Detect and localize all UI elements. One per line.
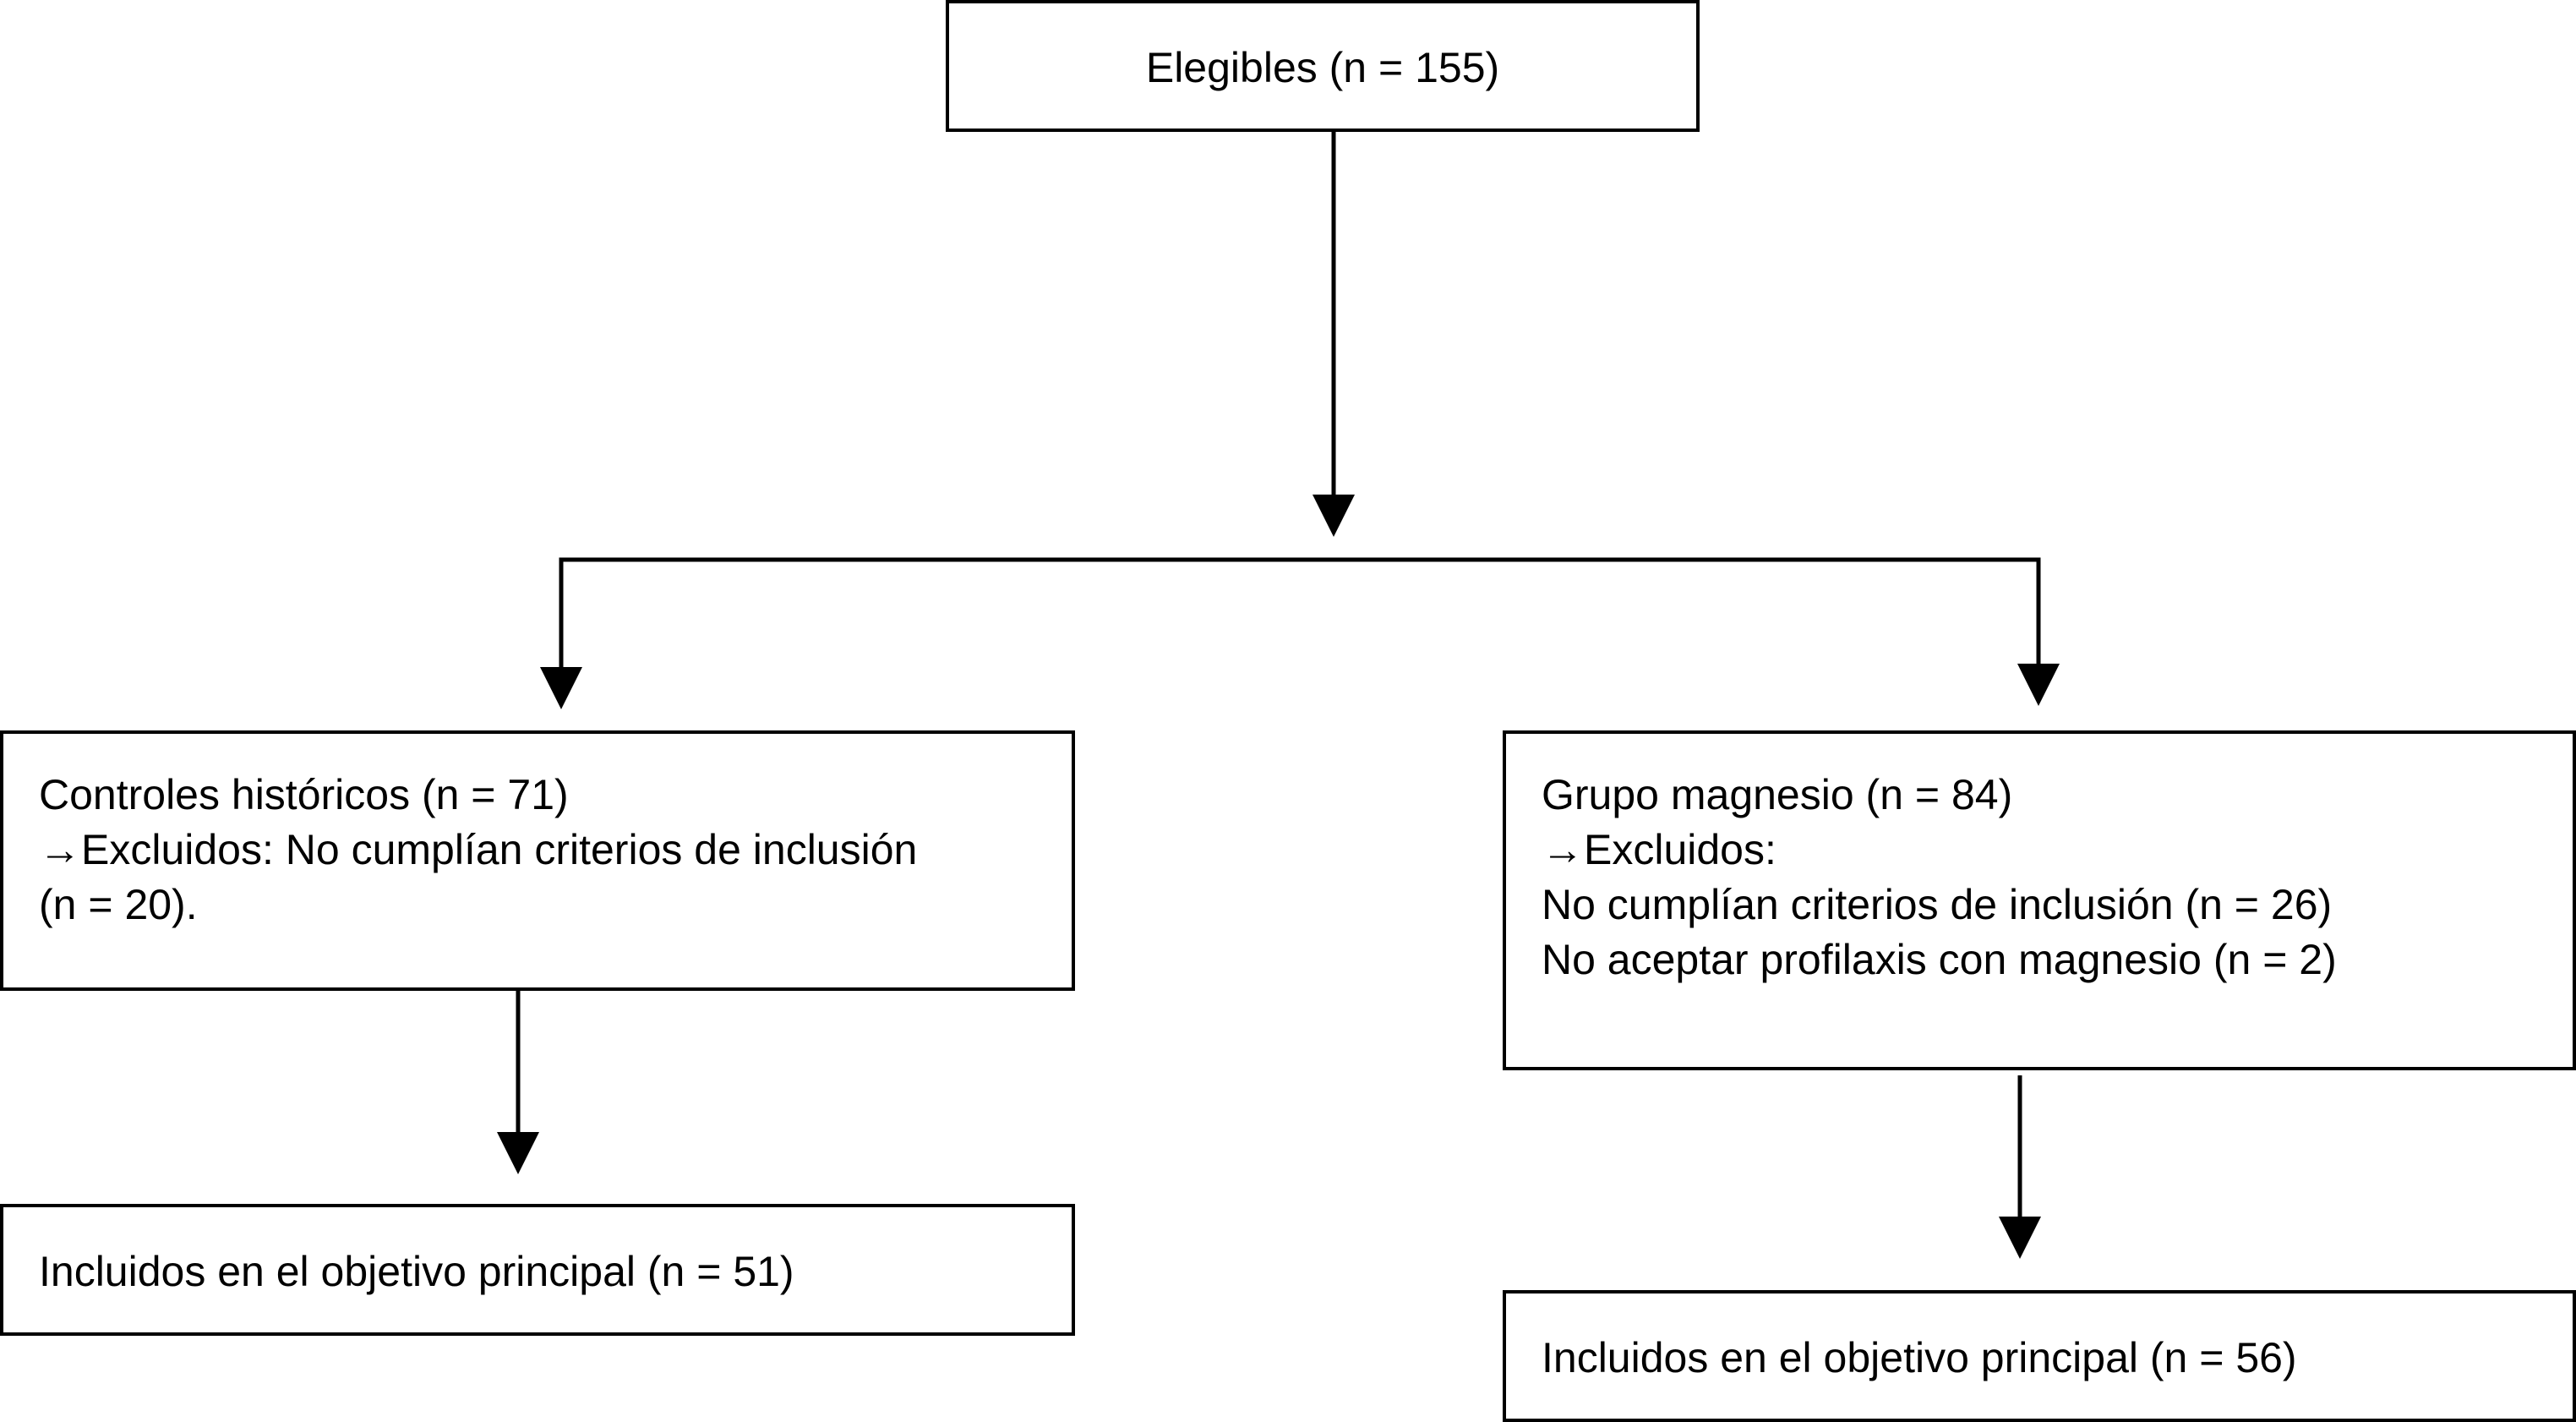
node-controles-title: Controles históricos (n = 71) (39, 771, 569, 818)
node-magnesio-excluded-refused: No aceptar profilaxis con magnesio (n = … (1542, 936, 2337, 983)
node-incluidos-magnesio-line: Incluidos en el objetivo principal (n = … (1542, 1334, 2297, 1381)
node-incluidos-controles: Incluidos en el objetivo principal (n = … (0, 1204, 1075, 1336)
node-magnesio-excluded-criteria: No cumplían criterios de inclusión (n = … (1542, 881, 2333, 928)
node-elegibles: Elegibles (n = 155) (946, 0, 1700, 132)
node-controles-excluded: →Excluidos: No cumplían criterios de inc… (39, 826, 918, 873)
node-magnesio-title: Grupo magnesio (n = 84) (1542, 771, 2013, 818)
node-elegibles-line: Elegibles (n = 155) (1145, 44, 1500, 91)
node-magnesio-excluded: →Excluidos: (1542, 826, 1776, 873)
node-controles-historicos: Controles históricos (n = 71) →Excluidos… (0, 730, 1075, 991)
node-grupo-magnesio: Grupo magnesio (n = 84) →Excluidos: No c… (1503, 730, 2576, 1070)
split-connector (559, 557, 2060, 706)
node-controles-excluded-count: (n = 20). (39, 881, 198, 928)
node-incluidos-controles-line: Incluidos en el objetivo principal (n = … (39, 1248, 794, 1295)
node-incluidos-magnesio: Incluidos en el objetivo principal (n = … (1503, 1290, 2576, 1422)
